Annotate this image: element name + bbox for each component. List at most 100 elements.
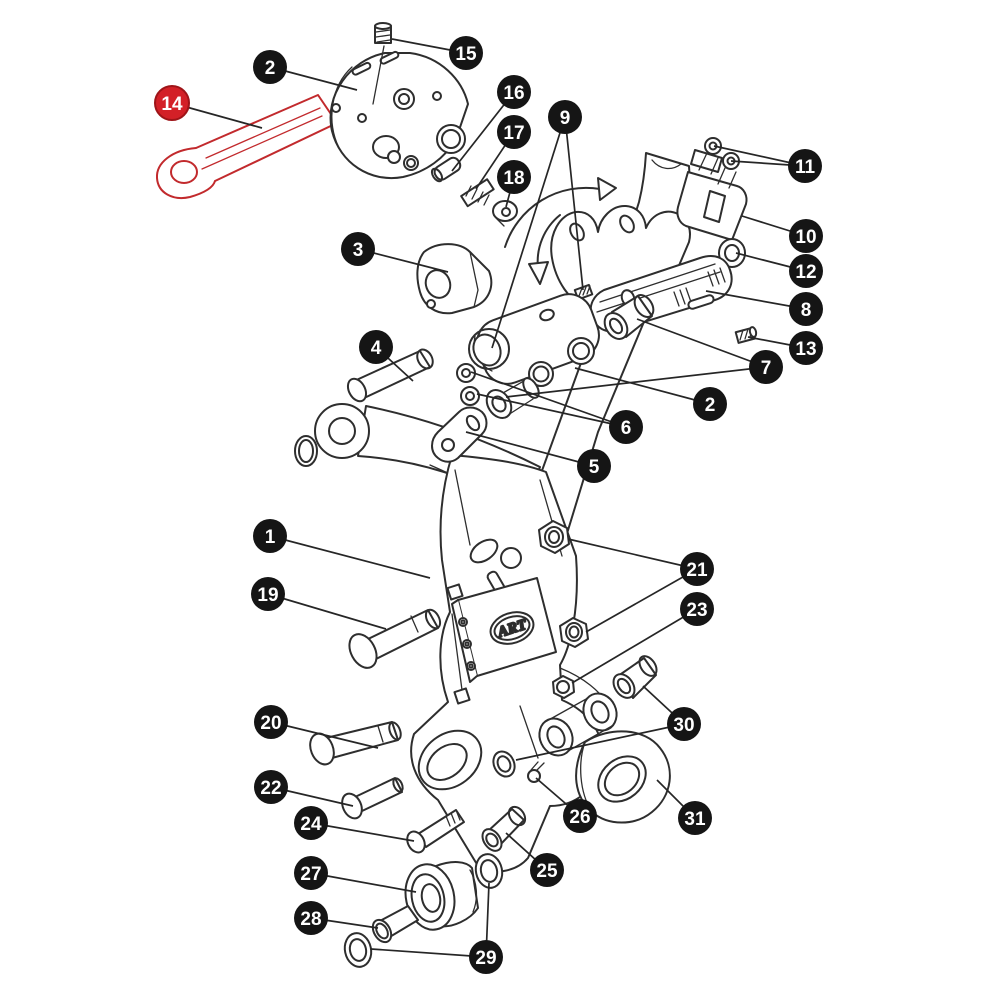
callout-badge-27: 27 (294, 856, 328, 890)
svg-text:28: 28 (300, 909, 321, 930)
rotation-arrow-drawing (504, 177, 617, 285)
callout-badge-25: 25 (530, 853, 564, 887)
svg-text:24: 24 (300, 814, 322, 835)
leader-line-24 (310, 822, 415, 842)
callout-badge-17: 17 (497, 115, 531, 149)
callout-badge-31: 31 (678, 801, 712, 835)
callout-badge-3: 3 (341, 232, 375, 266)
callout-badge-23: 23 (680, 592, 714, 626)
svg-text:25: 25 (536, 861, 558, 882)
svg-text:7: 7 (761, 358, 772, 379)
callout-badge-15: 15 (449, 36, 483, 70)
svg-text:20: 20 (260, 713, 281, 734)
callout-badge-6: 6 (609, 410, 643, 444)
callout-badge-20: 20 (254, 705, 288, 739)
svg-text:30: 30 (673, 715, 694, 736)
pin-spring-screw-161718-drawing (430, 156, 518, 227)
screws-6-drawing (456, 363, 480, 406)
cam-housing-drawing (329, 45, 469, 180)
svg-text:4: 4 (371, 338, 382, 359)
ring-12-drawing (718, 238, 746, 268)
svg-text:12: 12 (795, 262, 816, 283)
bushing-7-right-drawing (603, 294, 655, 340)
pin-4-drawing (346, 348, 434, 403)
callout-badge-26: 26 (563, 799, 597, 833)
leader-line-19 (267, 593, 387, 630)
leader-line-7 (505, 366, 767, 398)
leader-line-9 (491, 116, 566, 349)
roller-27-drawing (404, 861, 479, 931)
pin-20-drawing (309, 721, 402, 766)
svg-text:2: 2 (705, 395, 716, 416)
svg-text:8: 8 (801, 300, 812, 321)
svg-text:16: 16 (503, 83, 524, 104)
callout-badge-19: 19 (251, 577, 285, 611)
callout-badge-11: 11 (788, 149, 822, 183)
link-5-drawing (431, 406, 488, 463)
svg-text:3: 3 (353, 240, 364, 261)
leader-line-1 (269, 535, 431, 579)
leader-line-6 (470, 371, 627, 428)
pin-22-drawing (341, 777, 404, 820)
middle-block-drawing (468, 293, 600, 387)
callout-badge-2: 2 (693, 387, 727, 421)
svg-text:9: 9 (560, 108, 571, 129)
leader-line-30 (515, 723, 685, 761)
pin-19-drawing (348, 608, 442, 669)
leader-line-2 (574, 367, 711, 405)
callout-badge-16: 16 (497, 75, 531, 109)
svg-text:19: 19 (257, 585, 278, 606)
callout-badge-12: 12 (789, 254, 823, 288)
svg-text:26: 26 (569, 807, 590, 828)
callout-badge-7: 7 (749, 350, 783, 384)
callout-badge-9: 9 (548, 100, 582, 134)
svg-text:17: 17 (503, 123, 524, 144)
svg-text:15: 15 (455, 44, 477, 65)
callout-badge-8: 8 (789, 292, 823, 326)
bracket-3-drawing (416, 243, 493, 315)
callout-badge-13: 13 (789, 331, 823, 365)
svg-text:2: 2 (265, 58, 276, 79)
callout-badge-14: 14 (154, 85, 190, 121)
leader-line-6 (476, 393, 627, 428)
callout-badge-21: 21 (680, 552, 714, 586)
leader-line-21 (567, 538, 698, 570)
leader-line-23 (571, 608, 698, 684)
callout-badge-10: 10 (789, 219, 823, 253)
callout-badge-22: 22 (254, 770, 288, 804)
svg-text:11: 11 (795, 157, 816, 178)
bushing-28-drawing (371, 905, 419, 944)
svg-text:10: 10 (795, 227, 816, 248)
callout-badge-28: 28 (294, 901, 328, 935)
svg-text:22: 22 (260, 778, 281, 799)
svg-text:27: 27 (300, 864, 321, 885)
callout-badge-18: 18 (497, 160, 531, 194)
callout-badge-4: 4 (359, 330, 393, 364)
leader-line-27 (310, 872, 417, 893)
callout-badge-24: 24 (294, 806, 328, 840)
callout-badges: 1223456789101112131415161718192021222324… (154, 36, 823, 974)
leader-line-9 (564, 116, 584, 291)
svg-text:29: 29 (475, 948, 496, 969)
callout-badge-1: 1 (253, 519, 287, 553)
svg-text:21: 21 (686, 560, 708, 581)
brand-plate-drawing: ART (451, 577, 557, 683)
leader-line-7 (636, 318, 767, 368)
spring-screw-13-drawing (734, 326, 758, 344)
svg-text:6: 6 (621, 418, 632, 439)
bolt-24-drawing (406, 809, 465, 854)
svg-text:18: 18 (503, 168, 524, 189)
hex-nuts-drawing (538, 520, 589, 699)
svg-text:14: 14 (161, 94, 183, 115)
leader-line-5 (465, 431, 595, 467)
bushing-25-drawing (481, 805, 527, 852)
callout-badge-5: 5 (577, 449, 611, 483)
svg-text:5: 5 (589, 457, 600, 478)
svg-text:23: 23 (686, 600, 707, 621)
svg-text:1: 1 (265, 527, 276, 548)
callout-badge-29: 29 (469, 940, 503, 974)
svg-text:13: 13 (795, 339, 816, 360)
leader-line-21 (585, 568, 698, 633)
bushing-30-drawing (492, 655, 658, 778)
